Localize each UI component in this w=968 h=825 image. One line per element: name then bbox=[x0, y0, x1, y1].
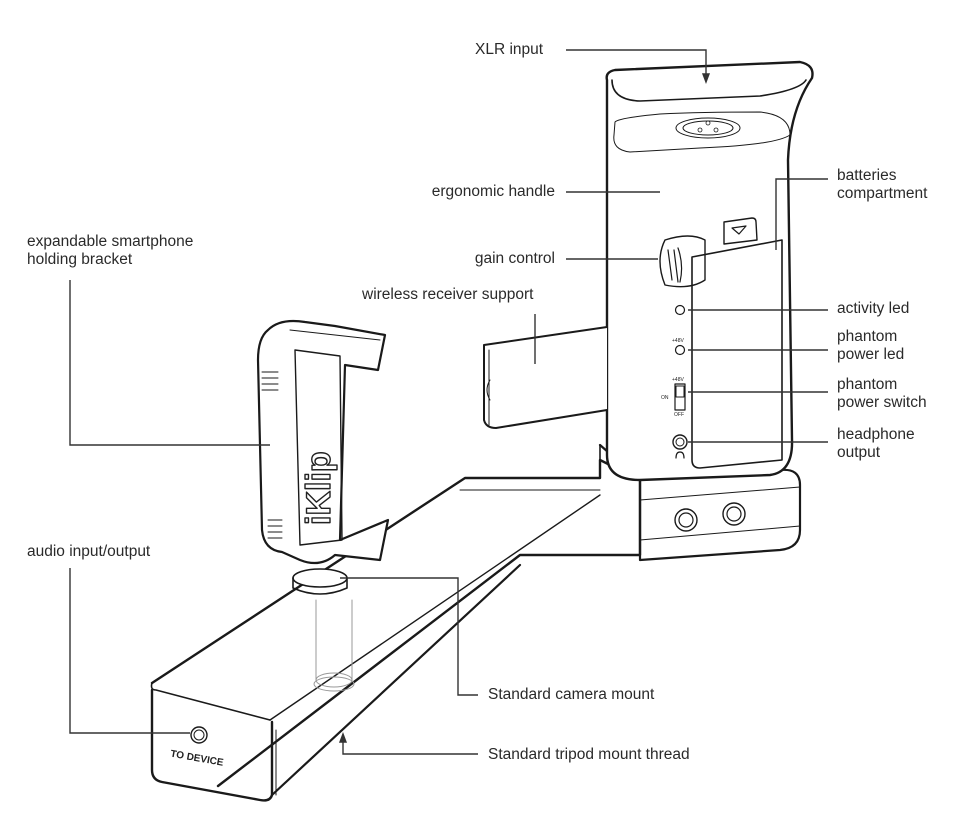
phantom-led-mark: +48V bbox=[672, 338, 684, 344]
leader-xlr-input bbox=[566, 49, 707, 78]
gain-wheel bbox=[659, 235, 706, 288]
leader-batteries bbox=[775, 178, 828, 250]
label-wireless-receiver-support: wireless receiver support bbox=[362, 286, 534, 303]
leader-tripod-thread bbox=[342, 740, 478, 755]
label-batteries-compartment: batteries compartment bbox=[837, 167, 928, 202]
label-activity-led: activity led bbox=[837, 300, 910, 317]
label-phantom-power-led: phantom power led bbox=[837, 328, 905, 363]
iklip-logo: iKlip bbox=[300, 451, 338, 525]
label-ergonomic-handle: ergonomic handle bbox=[431, 183, 555, 200]
camera-mount bbox=[292, 568, 355, 692]
leader-bracket bbox=[69, 280, 270, 446]
label-phantom-power-switch: phantom power switch bbox=[837, 376, 927, 411]
head-jack-right bbox=[722, 502, 746, 526]
handle-body bbox=[605, 60, 814, 482]
to-device-label: TO DEVICE bbox=[169, 749, 224, 769]
activity-led bbox=[674, 304, 686, 316]
arrow-tripod-thread bbox=[338, 732, 348, 743]
label-gain-control: gain control bbox=[474, 250, 555, 267]
headphone-jack bbox=[672, 434, 688, 459]
wireless-receiver-plate bbox=[483, 326, 608, 429]
label-tripod-thread: Standard tripod mount thread bbox=[488, 746, 690, 763]
label-audio-io: audio input/output bbox=[27, 543, 151, 560]
phantom-switch-mark: +48V bbox=[672, 377, 684, 383]
label-xlr-input: XLR input bbox=[475, 41, 544, 58]
label-expandable-bracket: expandable smartphone holding bracket bbox=[27, 233, 194, 268]
label-headphone-output: headphone output bbox=[837, 426, 915, 461]
leader-camera-mount bbox=[340, 577, 478, 696]
switch-off-mark: OFF bbox=[674, 412, 684, 418]
smartphone-bracket bbox=[256, 319, 390, 565]
arrow-xlr-input bbox=[701, 73, 711, 84]
label-camera-mount: Standard camera mount bbox=[488, 686, 655, 703]
phantom-power-led bbox=[674, 344, 686, 356]
switch-on-mark: ON bbox=[661, 395, 669, 401]
leader-audio-io bbox=[69, 568, 190, 734]
phantom-power-switch bbox=[674, 383, 686, 411]
base-head bbox=[598, 443, 802, 562]
head-jack-left bbox=[674, 508, 698, 532]
leader-lines bbox=[69, 49, 828, 755]
xlr-connector bbox=[675, 117, 741, 139]
to-device-port bbox=[190, 726, 208, 744]
